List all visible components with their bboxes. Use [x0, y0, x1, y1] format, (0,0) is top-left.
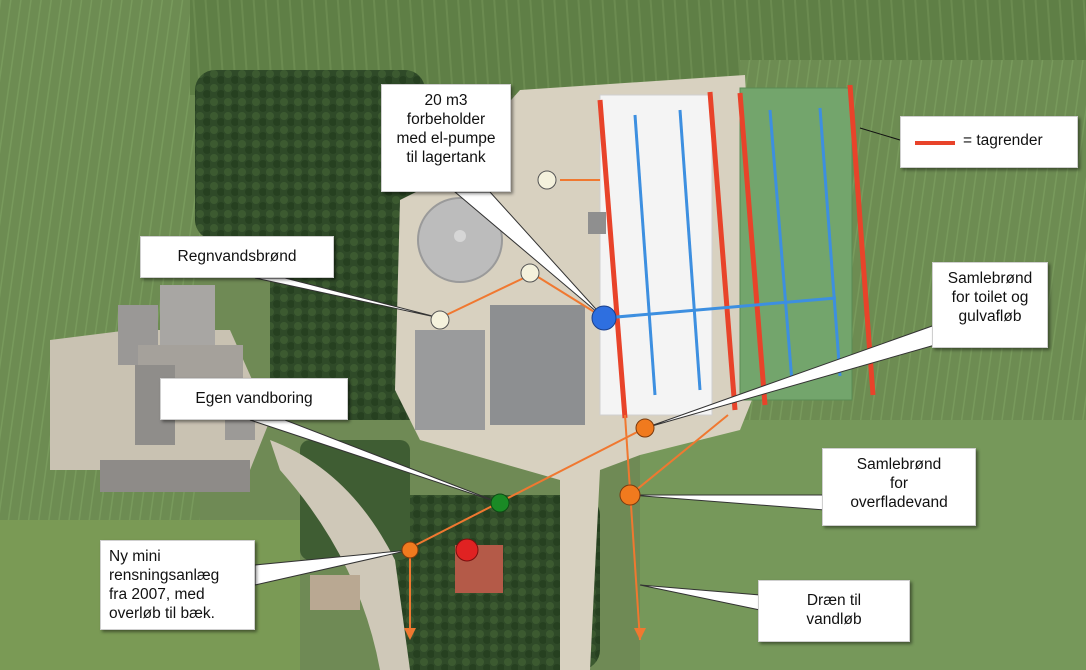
callout-samlebrond-overfladevand: Samlebrønd for overfladevand	[822, 448, 976, 526]
pipe-line	[629, 414, 729, 496]
collection-well-marker	[619, 484, 641, 506]
drain-line	[768, 109, 794, 383]
pipe-line	[529, 271, 605, 319]
drain-line	[818, 107, 842, 377]
callout-regnvandsbrond: Regnvandsbrønd	[140, 236, 334, 278]
callout-forbeholder: 20 m3 forbeholder med el-pumpe til lager…	[381, 84, 511, 192]
drain-collector-line	[604, 296, 837, 320]
legend: = tagrender	[900, 116, 1078, 168]
pipe-line	[409, 427, 646, 549]
pipe-line	[439, 274, 531, 319]
callout-draen: Dræn til vandløb	[758, 580, 910, 642]
building-gray-1	[490, 305, 585, 425]
pipe-line	[624, 414, 641, 641]
access-road	[270, 440, 410, 670]
drain-line	[678, 109, 702, 391]
parking-area	[310, 575, 360, 610]
callout-egen-vandboring: Egen vandboring	[160, 378, 348, 420]
arrow-head	[634, 628, 646, 640]
legend-gutter-swatch	[915, 141, 955, 145]
barn-white-roof	[599, 94, 713, 416]
gutter-line	[707, 91, 738, 411]
leader-rensning	[254, 549, 411, 586]
callout-rensningsanlaeg: Ny mini rensningsanlæg fra 2007, med ove…	[100, 540, 255, 630]
building-gray-2	[415, 330, 485, 430]
treatment-plant-marker	[401, 541, 419, 559]
silo-top	[454, 230, 466, 242]
barn-green-roof	[739, 87, 853, 401]
shed	[588, 212, 606, 234]
drain-line	[633, 114, 657, 396]
leader-legend	[859, 127, 901, 141]
borehole-marker	[490, 493, 510, 513]
rainwell-marker	[520, 263, 540, 283]
leader-vandboring	[249, 419, 501, 504]
legend-label: = tagrender	[963, 132, 1043, 149]
callout-samlebrond-toilet: Samlebrønd for toilet og gulvafløb	[932, 262, 1048, 348]
leader-forbeholder	[453, 191, 605, 319]
red-marker	[455, 538, 479, 562]
leader-regnvand	[254, 277, 441, 319]
gutter-line	[597, 99, 628, 419]
pump-tank-marker	[591, 305, 617, 331]
gutter-line	[847, 84, 876, 396]
tree-belt-north	[195, 70, 425, 240]
rainwell-marker	[430, 310, 450, 330]
rainwell-marker	[537, 170, 557, 190]
collection-well-marker	[635, 418, 655, 438]
arrow-head	[404, 628, 416, 640]
gutter-line	[737, 92, 768, 406]
building-south-row	[100, 460, 250, 492]
